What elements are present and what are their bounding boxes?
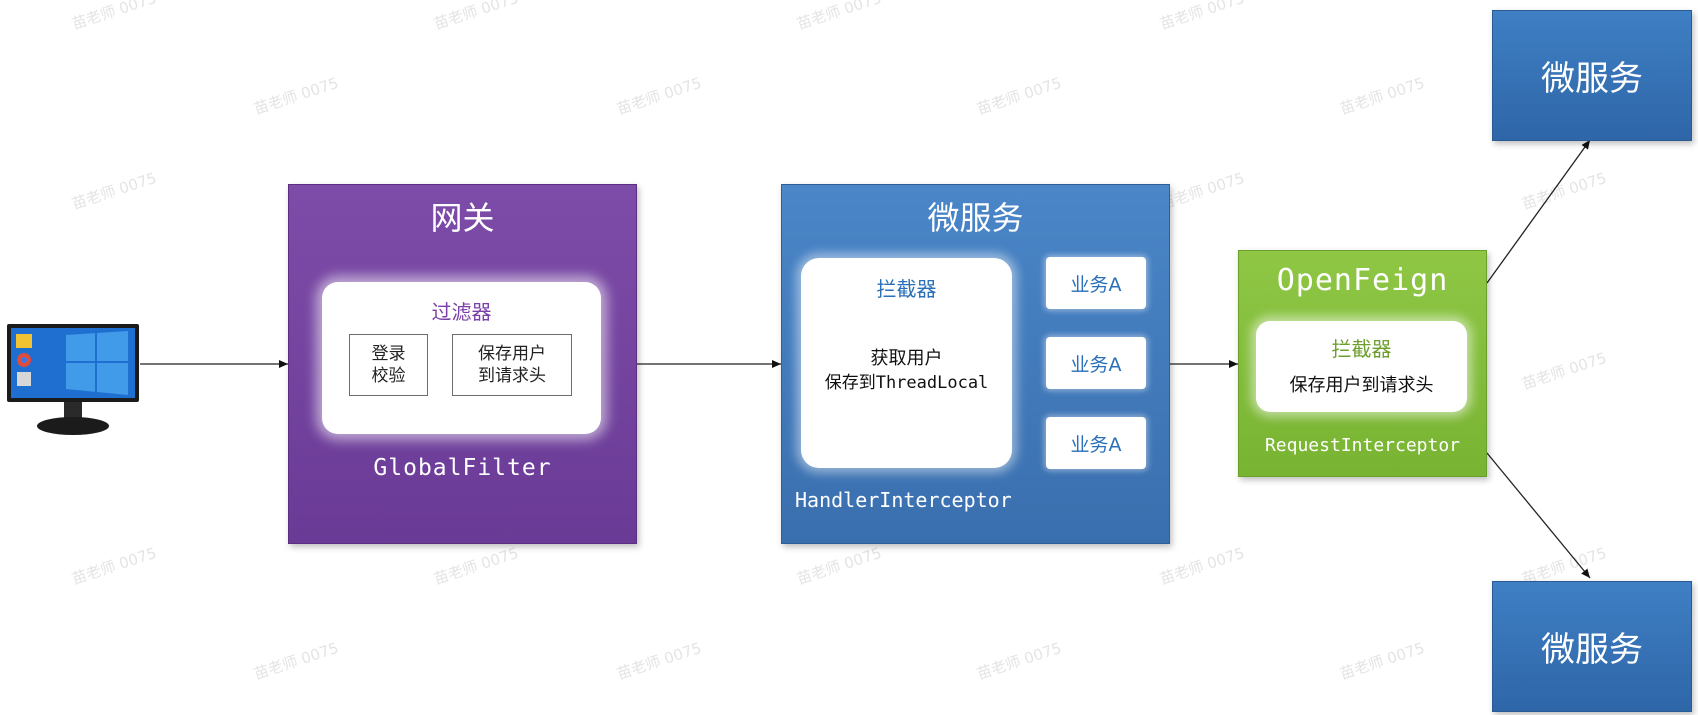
arrow-feign-to-service-top [1486, 139, 1591, 284]
business-a-box: 业务A [1046, 257, 1146, 309]
feign-title: OpenFeign [1276, 263, 1449, 298]
login-check-line-1: 登录 [371, 344, 406, 364]
interceptor-text: 获取用户 保存到ThreadLocal [801, 346, 1012, 396]
business-a-box: 业务A [1046, 417, 1146, 469]
filter-title: 过滤器 [431, 300, 492, 324]
login-check-line-2: 校验 [371, 366, 406, 386]
save-user-line-1: 保存用户 [478, 344, 546, 364]
gateway-footer: GlobalFilter [373, 455, 552, 481]
gateway-title: 网关 [430, 199, 495, 237]
feign-interceptor-text: 保存用户到请求头 [1289, 375, 1434, 396]
handler-interceptor-box: 拦截器 获取用户 保存到ThreadLocal [801, 258, 1012, 468]
business-a-box: 业务A [1046, 337, 1146, 389]
login-check-box: 登录 校验 [349, 334, 428, 396]
save-user-header-box: 保存用户 到请求头 [452, 334, 572, 396]
feign-interceptor-box: 拦截器 保存用户到请求头 [1256, 321, 1467, 412]
interceptor-line-2: 保存到ThreadLocal [824, 373, 989, 393]
feign-interceptor-title: 拦截器 [1331, 337, 1392, 361]
microservice-bottom-box: 微服务 [1492, 581, 1692, 712]
arrow-feign-to-service-bottom [1486, 452, 1591, 579]
gateway-filter-box: 过滤器 登录 校验 保存用户 到请求头 [322, 282, 601, 434]
feign-footer: RequestInterceptor [1264, 435, 1461, 456]
microservice-footer: HandlerInterceptor [795, 488, 1012, 512]
microservice-top-box: 微服务 [1492, 10, 1692, 141]
interceptor-title: 拦截器 [876, 277, 937, 301]
microservice-title: 微服务 [927, 199, 1024, 237]
client-computer-icon [6, 323, 140, 438]
interceptor-line-1: 获取用户 [870, 348, 943, 369]
save-user-line-2: 到请求头 [478, 366, 546, 386]
